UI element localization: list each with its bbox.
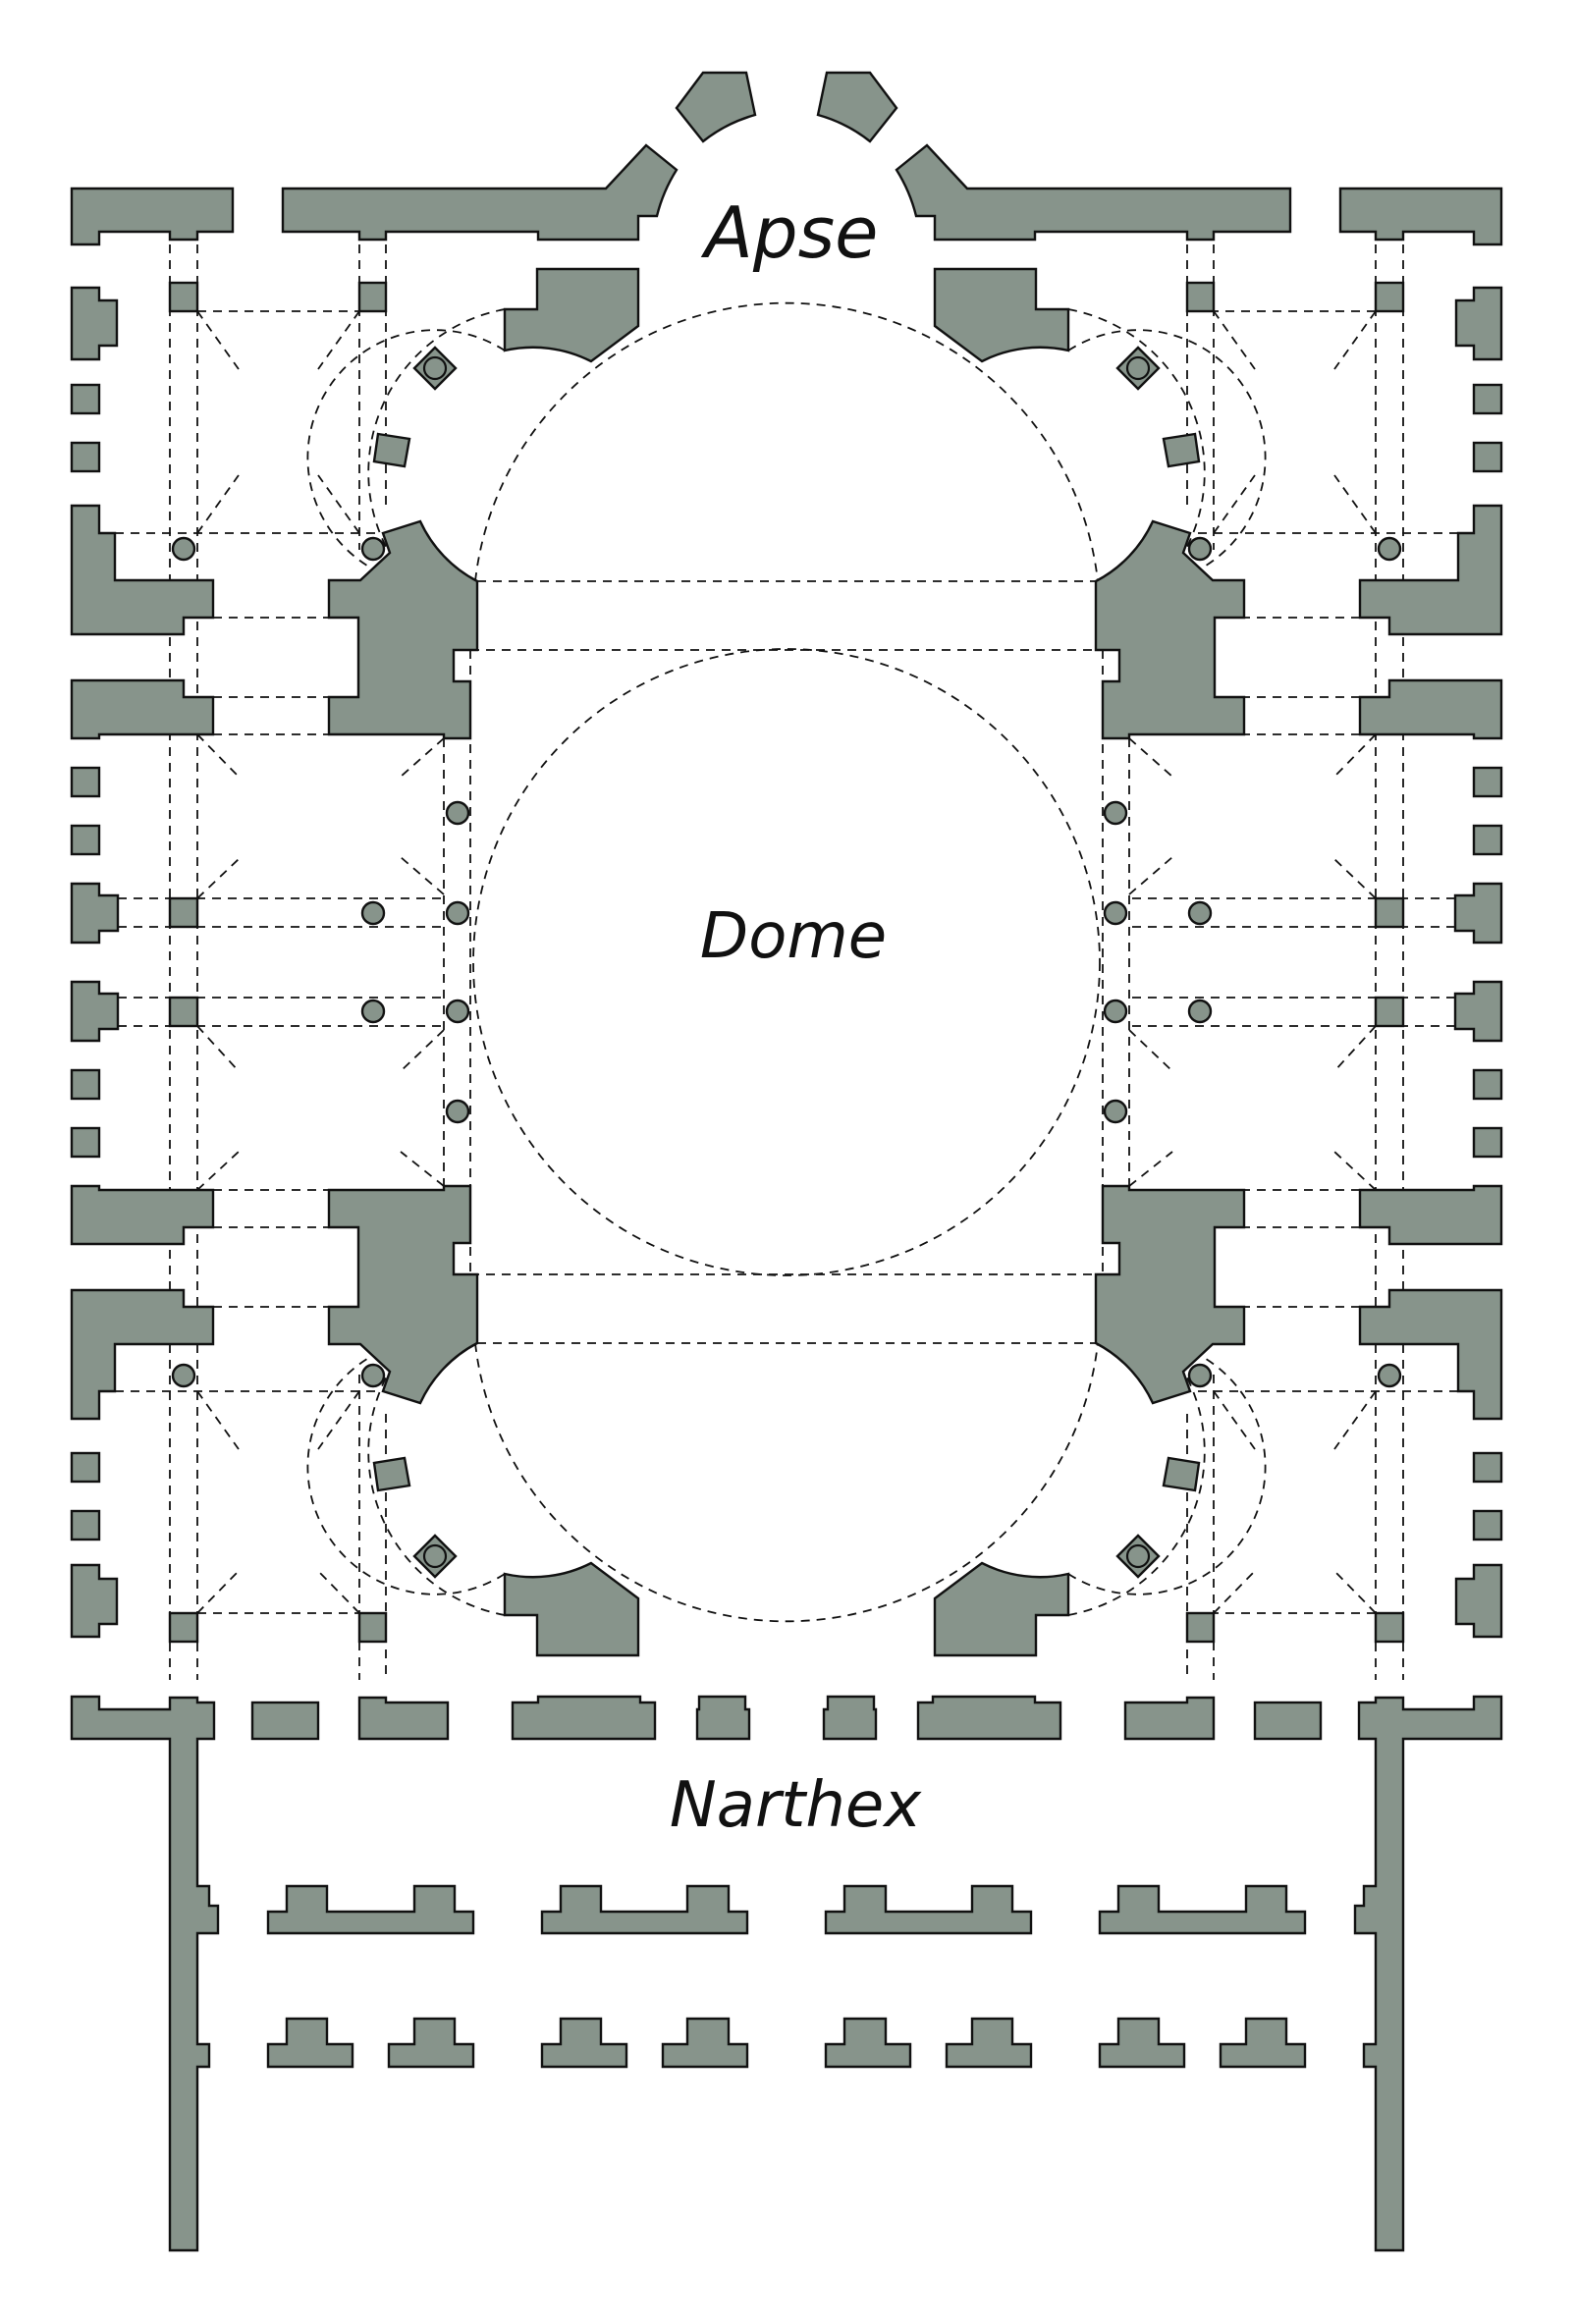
column [445,900,470,926]
narthex-label: Narthex [670,1769,922,1842]
buttress-block [70,824,101,856]
outer-wall-pier [70,504,215,636]
dome-circle [472,648,1101,1276]
masonry-quadrant [70,267,640,945]
buttress-block [70,383,101,415]
narthex-pier-t [661,2017,749,2069]
wall-pilaster [70,882,120,945]
column [360,900,386,926]
outer-wall-pier [70,678,215,740]
wall-pilaster [70,286,119,361]
column-ring [422,355,448,381]
narthex-pier [511,1695,657,1741]
narthex [70,1695,751,2252]
narthex-pier-t [540,2017,628,2069]
aisle-pier [168,281,199,313]
narthex-screen [540,1884,749,1935]
upper-semidome-arc [474,301,1099,582]
buttress-block [70,441,101,473]
narthex-pier [250,1701,320,1741]
main-dome-pier [327,519,479,740]
apse-pier [675,71,757,143]
aisle-pier [168,896,199,929]
narthex-pier-t [266,2017,354,2069]
narthex-screen [266,1884,475,1935]
apse-wall [281,143,679,242]
dome-label: Dome [700,900,887,973]
narthex-pier [695,1695,751,1741]
narthex-pier-t [387,2017,475,2069]
apse-label: Apse [701,191,879,274]
exedra-pier [503,267,640,363]
outer-wall [70,187,235,246]
narthex-pier [357,1696,450,1741]
column [360,536,386,562]
north-wall [70,71,757,246]
column [445,800,470,826]
buttress-block [70,766,101,798]
exedra-diamond-base [412,346,458,391]
aisle-pier [357,281,388,313]
exedra-column-base [372,432,411,468]
column [171,536,196,562]
aisle-grid [115,244,471,1680]
lower-semidome-arc [474,1342,1099,1623]
narthex-wall [70,1695,220,2252]
